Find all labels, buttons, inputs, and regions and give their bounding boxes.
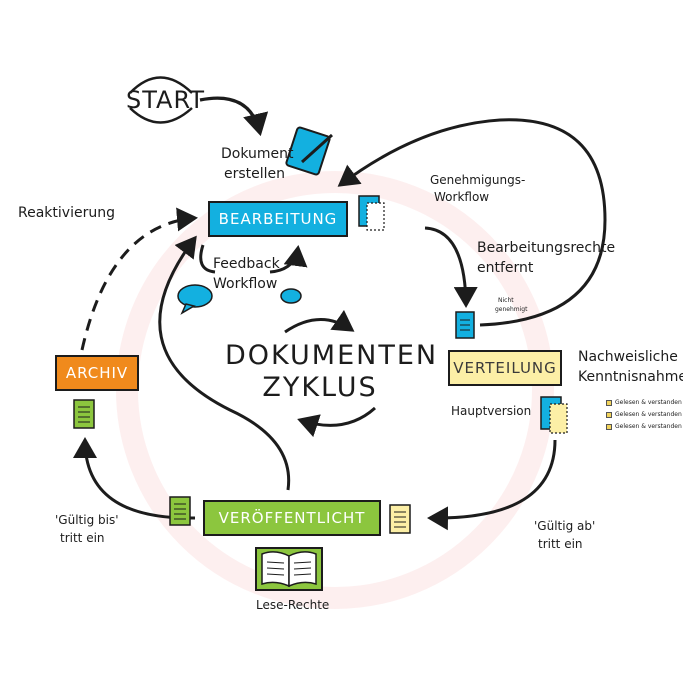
label-feedback-2: Workflow [213, 276, 278, 292]
node-archiv: ARCHIV [55, 355, 139, 391]
label-nachweisliche-1: Nachweisliche [578, 349, 678, 365]
label-nicht-genehmigt-2: genehmigt [495, 306, 528, 313]
checkbox-icon [606, 412, 612, 418]
rejected-document-icon [455, 311, 475, 339]
open-book-icon [255, 547, 323, 591]
start-label: START [126, 86, 206, 114]
label-lese-rechte: Lese-Rechte [256, 598, 330, 612]
pending-document-icon [389, 504, 411, 534]
checklist-item: Gelesen & verstanden [606, 411, 682, 419]
node-bearbeitung: BEARBEITUNG [208, 201, 348, 237]
node-verteilung: VERTEILUNG [448, 350, 562, 386]
label-gueltig-ab-1: 'Gültig ab' [534, 519, 596, 533]
start-arc-bottom [129, 107, 193, 124]
label-hauptversion: Hauptversion [451, 404, 532, 418]
checklist-item: Gelesen & verstanden [606, 399, 682, 407]
arrow-rejected-loop [337, 118, 607, 327]
label-genehmigung-1: Genehmigungs- [430, 173, 526, 187]
label-bearbeitungsrechte-1: Bearbeitungsrechte [477, 240, 616, 256]
cycle-arrow-top [284, 309, 355, 334]
notepad-pen-icon [285, 126, 334, 176]
label-dokument-erstellen-1: Dokument [221, 146, 294, 162]
diagram-title-line2: ZYKLUS [262, 372, 378, 403]
cycle-arrow-bottom [297, 406, 377, 438]
speech-bubble-icon [177, 284, 302, 315]
arrow-reactivation [80, 207, 198, 351]
checkbox-icon [606, 400, 612, 406]
checkbox-icon [606, 424, 612, 430]
start-arc-top [129, 76, 193, 94]
document-stack-icon [358, 195, 385, 231]
arrow-feedback-loop [199, 245, 298, 274]
label-dokument-erstellen-2: erstellen [224, 166, 286, 182]
checklist-item: Gelesen & verstanden [606, 423, 682, 431]
label-reaktivierung: Reaktivierung [18, 205, 115, 221]
label-feedback-1: Feedback [213, 256, 280, 272]
checklist-item-label: Gelesen & verstanden [615, 411, 682, 418]
diagram-title-line1: DOKUMENTEN [225, 340, 439, 371]
label-bearbeitungsrechte-2: entfernt [477, 260, 534, 276]
arrow-start-to-edit [199, 96, 269, 137]
label-gueltig-bis-2: tritt ein [60, 531, 105, 545]
checklist-item-label: Gelesen & verstanden [615, 423, 682, 430]
label-nicht-genehmigt-1: Nicht [498, 297, 514, 304]
label-genehmigung-2: Workflow [434, 190, 490, 204]
published-document-icon [169, 496, 191, 526]
arrow-distribution-to-published [427, 439, 557, 531]
checklist-item-label: Gelesen & verstanden [615, 399, 682, 406]
label-gueltig-bis-1: 'Gültig bis' [55, 513, 119, 527]
archive-document-icon [73, 399, 95, 429]
main-version-document-icon [540, 396, 568, 434]
arrow-edit-to-distribution [424, 226, 478, 308]
arrow-published-to-edit [158, 235, 291, 491]
label-nachweisliche-2: Kenntnisnahme [578, 369, 683, 385]
node-veroeffentlicht: VERÖFFENTLICHT [203, 500, 381, 536]
label-gueltig-ab-2: tritt ein [538, 537, 583, 551]
